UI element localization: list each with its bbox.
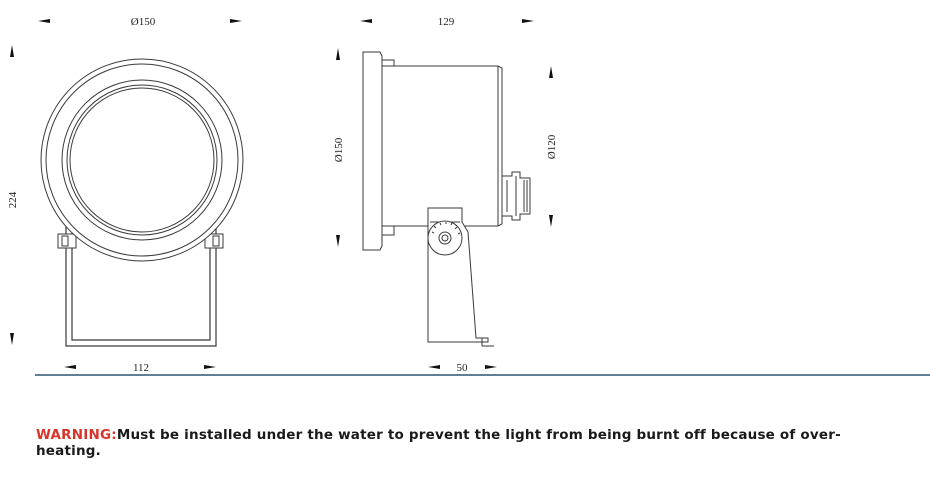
- warning-note: WARNING:Must be installed under the wate…: [36, 427, 896, 459]
- outer-ring: [40, 58, 244, 262]
- left-knob-inner: [61, 235, 69, 247]
- divider-line: [35, 374, 930, 376]
- ring-3: [61, 79, 223, 241]
- warning-label: WARNING:: [36, 427, 117, 443]
- front-view: [40, 58, 244, 347]
- ring-2: [45, 63, 239, 257]
- front-width-label: Ø150: [131, 16, 156, 28]
- side-length-dimension: 129: [360, 16, 534, 28]
- dial-hub: [438, 231, 452, 245]
- front-bracket-dimension: 112: [64, 362, 216, 374]
- side-view: [362, 51, 531, 347]
- dial-center: [441, 234, 449, 242]
- side-bracket-label: 50: [457, 362, 469, 374]
- side-length-label: 129: [438, 16, 455, 28]
- dial-ticks: [431, 222, 461, 235]
- front-bracket-label: 112: [133, 362, 149, 374]
- side-bracket-dimension: 50: [428, 362, 497, 374]
- front-height-label: 224: [7, 191, 19, 208]
- side-flange-dimension: Ø150: [333, 48, 345, 247]
- lens-ring: [66, 84, 218, 236]
- warning-text: Must be installed under the water to pre…: [36, 427, 841, 459]
- side-flange: [362, 51, 383, 251]
- front-bracket: [65, 220, 217, 347]
- side-body-label: Ø120: [546, 134, 558, 159]
- technical-drawing: Ø150 224 112: [7, 16, 558, 374]
- side-body: [381, 65, 503, 227]
- front-height-dimension: 224: [7, 45, 19, 345]
- front-width-dimension: Ø150: [38, 16, 242, 28]
- right-knob-inner: [212, 235, 220, 247]
- side-flange-label: Ø150: [333, 137, 345, 162]
- side-body-dimension: Ø120: [546, 66, 558, 227]
- lens-inner: [69, 87, 215, 233]
